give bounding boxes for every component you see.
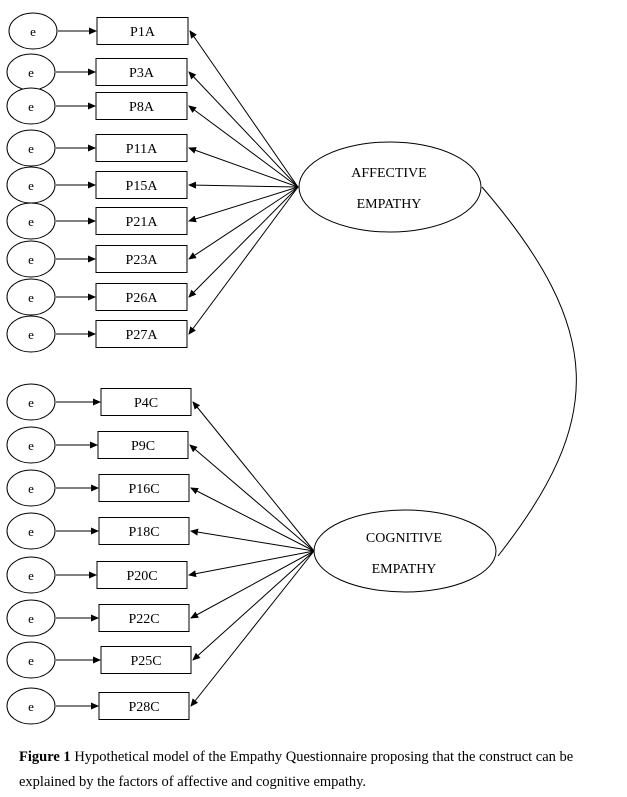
indicator-label-p16c: P16C	[128, 482, 159, 497]
indicator-box-p26a	[95, 283, 188, 311]
indicator-label-p23a: P23A	[126, 253, 159, 268]
indicator-box-p11a	[95, 134, 188, 162]
indicator-label-p15a: P15A	[126, 179, 159, 194]
figure-label: Figure 1	[19, 749, 71, 765]
indicator-label-p27a: P27A	[126, 328, 159, 343]
error-term-label: e	[28, 481, 34, 496]
indicator-box-p9c	[97, 431, 189, 459]
error-term	[6, 469, 56, 507]
indicator-label-p18c: P18C	[128, 525, 159, 540]
loading-arrow-p21a	[188, 186, 299, 223]
error-term	[6, 315, 56, 353]
error-term	[6, 687, 56, 725]
error-term-label: e	[28, 65, 34, 80]
error-term	[6, 240, 56, 278]
indicator-label-p20c: P20C	[126, 569, 157, 584]
error-term-label: e	[28, 395, 34, 410]
loading-arrow-p23a	[188, 186, 299, 260]
indicator-box-p28c	[98, 692, 190, 720]
error-term	[6, 641, 56, 679]
indicator-label-p28c: P28C	[128, 700, 159, 715]
loading-arrow-p25c	[192, 550, 315, 661]
error-term	[6, 426, 56, 464]
indicator-box-p25c	[100, 646, 192, 674]
error-term	[6, 278, 56, 316]
figure-caption: Figure 1 Hypothetical model of the Empat…	[19, 745, 611, 795]
loading-arrow-p3a	[188, 71, 299, 188]
indicator-box-p16c	[98, 474, 190, 502]
loading-arrow-p9c	[189, 444, 315, 552]
loading-arrow-p16c	[190, 487, 315, 552]
loading-arrow-p15a	[188, 181, 299, 189]
indicator-label-p1a: P1A	[130, 25, 156, 40]
indicator-box-p23a	[95, 245, 188, 273]
loading-arrow-p22c	[190, 550, 315, 619]
indicator-label-p8a: P8A	[129, 100, 155, 115]
indicator-label-p9c: P9C	[131, 439, 155, 454]
indicator-box-p15a	[95, 171, 188, 199]
indicator-label-p26a: P26A	[126, 291, 159, 306]
error-term-label: e	[28, 568, 34, 583]
indicator-box-p18c	[98, 517, 190, 545]
error-term	[6, 87, 56, 125]
loading-arrow-p4c	[192, 401, 315, 552]
error-term-label: e	[28, 438, 34, 453]
error-term-label: e	[28, 611, 34, 626]
indicator-box-p3a	[95, 58, 188, 86]
affective-factor-label-line2: EMPATHY	[357, 197, 422, 212]
cognitive-empathy-factor	[313, 509, 497, 593]
error-term-label: e	[28, 524, 34, 539]
error-term-label: e	[28, 699, 34, 714]
error-term-label: e	[28, 141, 34, 156]
indicator-box-p20c	[96, 561, 188, 589]
indicator-label-p22c: P22C	[128, 612, 159, 627]
indicator-box-p27a	[95, 320, 188, 348]
error-term-label: e	[28, 252, 34, 267]
factor-covariance-curve	[481, 186, 577, 557]
loading-arrow-p8a	[188, 105, 299, 188]
loading-arrow-p20c	[188, 550, 315, 578]
affective-empathy-factor	[298, 141, 482, 233]
indicator-label-p4c: P4C	[134, 396, 158, 411]
loading-arrow-p1a	[189, 30, 299, 188]
loading-arrow-p27a	[188, 186, 299, 335]
indicator-box-p22c	[98, 604, 190, 632]
error-term-label: e	[28, 290, 34, 305]
error-term	[8, 12, 58, 50]
cognitive-factor-label-line1: COGNITIVE	[366, 531, 442, 546]
error-term	[6, 556, 56, 594]
error-term	[6, 599, 56, 637]
figure-caption-text: Hypothetical model of the Empathy Questi…	[19, 749, 574, 790]
indicator-label-p3a: P3A	[129, 66, 155, 81]
cognitive-factor-label-line2: EMPATHY	[372, 562, 437, 577]
loading-arrow-p11a	[188, 147, 299, 188]
error-term	[6, 383, 56, 421]
error-term-label: e	[28, 99, 34, 114]
indicator-label-p25c: P25C	[130, 654, 161, 669]
loading-arrow-p18c	[190, 528, 315, 552]
affective-factor-label-line1: AFFECTIVE	[351, 166, 426, 181]
error-term-label: e	[28, 653, 34, 668]
indicator-box-p21a	[95, 207, 188, 235]
indicator-box-p4c	[100, 388, 192, 416]
loading-arrow-p28c	[190, 550, 315, 707]
error-term-label: e	[28, 178, 34, 193]
indicator-label-p11a: P11A	[126, 142, 158, 157]
loading-arrow-p26a	[188, 186, 299, 298]
indicator-box-p1a	[96, 17, 189, 45]
error-term-label: e	[30, 24, 36, 39]
error-term-label: e	[28, 327, 34, 342]
indicator-box-p8a	[95, 92, 188, 120]
error-term	[6, 202, 56, 240]
indicator-label-p21a: P21A	[126, 215, 159, 230]
error-term-label: e	[28, 214, 34, 229]
error-term	[6, 129, 56, 167]
error-term	[6, 512, 56, 550]
